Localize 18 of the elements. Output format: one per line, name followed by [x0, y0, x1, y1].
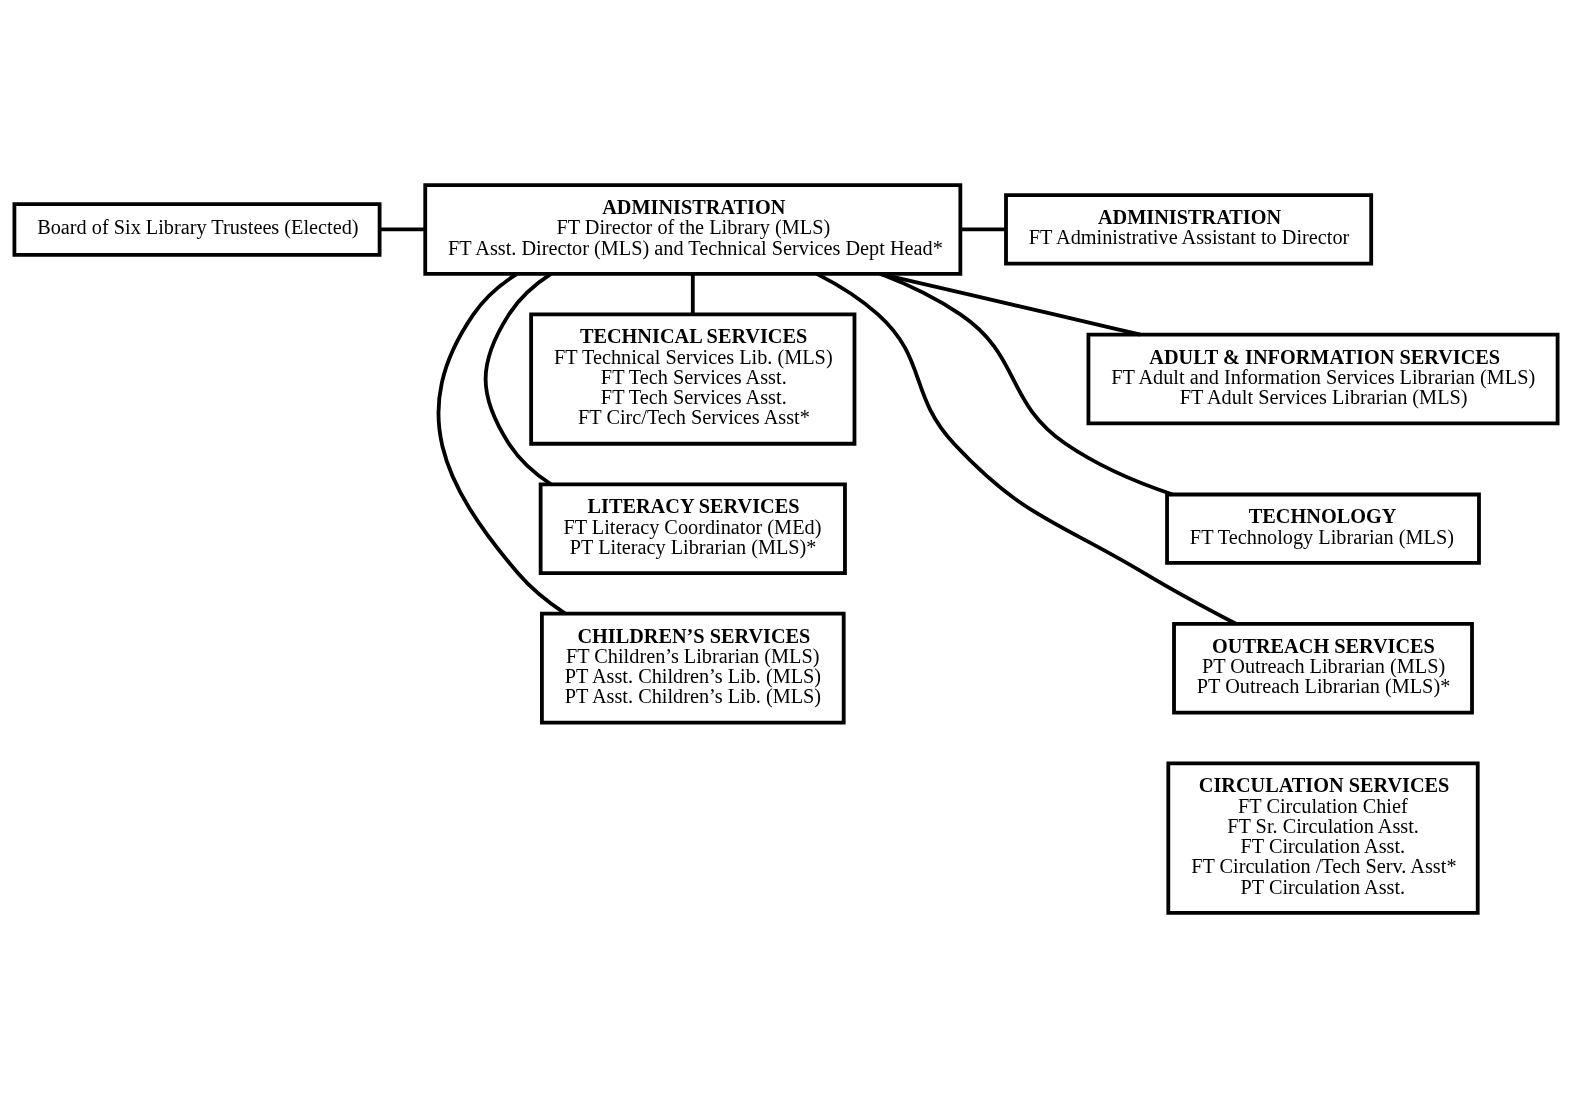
connector	[879, 272, 1141, 337]
connector	[483, 272, 552, 486]
node-box: TECHNICAL SERVICES FT Technical Services Lib. (MLS) FT Tech Services Asst. FT Tech Services Asst. FT Circ/Tech Services Asst*	[528, 312, 856, 446]
node-box: CIRCULATION SERVICES FT Circulation Chief FT Sr. Circulation Asst. FT Circulation Asst. FT Circulation /Tech Serv. Asst* PT Circulation Asst.	[1165, 761, 1480, 915]
connector	[815, 272, 1237, 626]
node-box: Board of Six Library Trustees (Elected)	[12, 202, 381, 257]
node-box: ADMINISTRATION FT Administrative Assistant to Director	[1003, 193, 1373, 266]
node-box: ADMINISTRATION FT Director of the Library (MLS) FT Asst. Director (MLS) and Technical Services Dept Head*	[422, 183, 962, 276]
node-box: CHILDREN’S SERVICES FT Children’s Librarian (MLS) PT Asst. Children’s Lib. (MLS) PT Asst. Children’s Lib. (MLS)	[539, 611, 846, 725]
connector	[879, 272, 1173, 497]
connector	[960, 227, 1006, 232]
node-box: LITERACY SERVICES FT Literacy Coordinator (MEd) PT Literacy Librarian (MLS)*	[538, 482, 847, 575]
connector	[436, 272, 566, 616]
node-box: OUTREACH SERVICES PT Outreach Librarian (MLS) PT Outreach Librarian (MLS)*	[1171, 621, 1474, 715]
node-box: TECHNOLOGY FT Technology Librarian (MLS)	[1164, 492, 1481, 565]
connector	[690, 274, 695, 315]
connector	[379, 227, 425, 232]
node-box: ADULT & INFORMATION SERVICES FT Adult and Information Services Librarian (MLS) FT Adult Services Librarian (MLS)	[1086, 332, 1559, 426]
